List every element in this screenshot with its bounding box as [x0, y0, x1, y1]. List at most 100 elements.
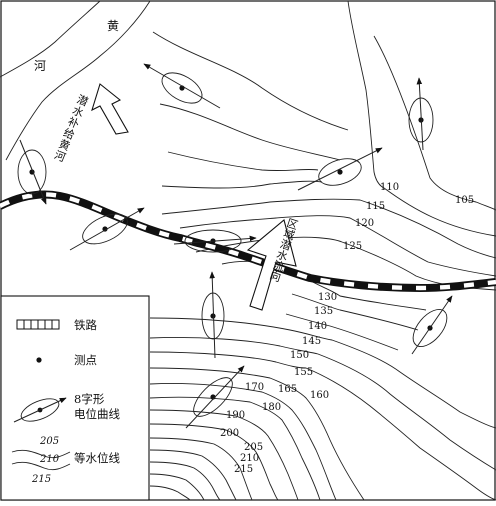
contour-line — [167, 151, 319, 172]
measurement-site — [173, 229, 257, 253]
potential-curve — [184, 229, 242, 253]
measurement-site — [69, 207, 145, 251]
contour-label-150: 150 — [290, 350, 309, 361]
contour-label-110: 110 — [380, 182, 399, 193]
potential-curve — [82, 213, 128, 245]
contour-line — [149, 485, 191, 501]
flow-char: 区 — [285, 216, 299, 232]
contour-160 — [149, 367, 365, 501]
contour-170 — [149, 396, 321, 501]
flow-arrow — [143, 63, 221, 109]
contour-label-115: 115 — [366, 201, 385, 212]
flow-arrow — [173, 235, 257, 245]
contour-205 — [149, 449, 237, 501]
contour-line — [152, 31, 349, 131]
legend-contour-symbol — [11, 449, 71, 471]
measurement-site — [17, 139, 47, 205]
contour-155 — [149, 351, 496, 501]
recharge-char: 补 — [66, 115, 81, 131]
contour-label-170: 170 — [245, 382, 264, 393]
flow-arrow — [416, 77, 424, 151]
legend-curve-label-1: 8字形 — [74, 392, 105, 406]
potential-curve — [193, 377, 233, 417]
contour-215 — [149, 473, 205, 501]
contour-210 — [149, 461, 221, 501]
flow-char: 流 — [271, 257, 286, 274]
recharge-char: 黄 — [57, 136, 72, 153]
contour-180 — [149, 409, 299, 501]
contour-label-130: 130 — [318, 292, 337, 303]
contour-label-125: 125 — [343, 241, 362, 252]
flow-char: 向 — [268, 268, 283, 285]
contour-110 — [347, 0, 496, 237]
legend-point-symbol — [36, 357, 42, 363]
contour-165 — [149, 383, 337, 501]
legend-contour-215: 215 — [31, 474, 51, 485]
contour-label-215: 215 — [234, 464, 253, 475]
potential-curve — [408, 97, 434, 143]
contour-105 — [373, 35, 496, 211]
measurement-site — [297, 147, 383, 191]
legend-railway-symbol — [16, 319, 60, 330]
legend-contour-210: 210 — [39, 454, 60, 465]
measure-point — [337, 169, 343, 175]
measurement-site — [201, 271, 225, 359]
flow-arrow — [209, 271, 216, 359]
contour-115 — [161, 198, 496, 259]
contour-label-120: 120 — [355, 218, 374, 229]
legend-contour-label: 等水位线 — [74, 451, 120, 465]
recharge-arrow — [91, 83, 129, 135]
legend-railway-label: 铁路 — [74, 318, 97, 332]
legend-point-label: 测点 — [74, 353, 97, 367]
potential-curve — [17, 149, 47, 195]
contour-150 — [149, 337, 496, 471]
recharge-char: 河 — [52, 148, 67, 164]
river-char-2: 河 — [34, 59, 46, 73]
contour-label-190: 190 — [226, 410, 245, 421]
legend-contour-205: 205 — [39, 436, 59, 447]
contour-label-165: 165 — [278, 384, 297, 395]
legend: 铁路 测点 8字形 电位曲线 205 210 215 等水位线 — [0, 295, 150, 501]
contour-label-140: 140 — [308, 321, 327, 332]
measurement-site — [185, 365, 245, 429]
potential-curve — [412, 309, 448, 347]
recharge-char: 水 — [70, 104, 85, 120]
measurement-site — [143, 63, 221, 109]
contour-120 — [179, 215, 496, 277]
contour-label-200: 200 — [220, 428, 239, 439]
contour-200 — [149, 437, 253, 501]
measure-point — [210, 313, 216, 319]
legend-curve-symbol — [13, 397, 67, 423]
recharge-char: 给 — [61, 126, 76, 142]
flow-char: 水 — [275, 248, 289, 264]
recharge-char: 潜 — [75, 92, 90, 109]
contour-135 — [291, 293, 419, 331]
recharge-label: 潜 水 补 给 黄 河 — [52, 92, 90, 165]
flow-char: 潜 — [278, 236, 293, 253]
measurement-site — [408, 77, 434, 151]
contour-145 — [149, 317, 496, 429]
river-char-1: 黄 — [107, 19, 119, 33]
contour-140 — [285, 313, 399, 351]
legend-frame — [0, 295, 150, 501]
river-bank-east — [5, 0, 151, 161]
flow-arrow — [19, 139, 47, 205]
contour-190 — [149, 423, 279, 501]
railway-ties — [0, 192, 496, 291]
contour-label-105: 105 — [455, 195, 474, 206]
flow-label: 区 域 潜 水 流 向 — [268, 216, 299, 284]
river-bank-west — [0, 0, 101, 78]
potential-curve — [161, 72, 203, 104]
contour-label-210: 210 — [240, 453, 259, 464]
flow-arrow — [297, 147, 383, 191]
contour-label-160: 160 — [310, 390, 329, 401]
contour-line — [161, 180, 323, 189]
contour-label-135: 135 — [314, 306, 333, 317]
flow-direction-arrow — [246, 219, 297, 311]
contour-label-180: 180 — [262, 402, 281, 413]
potential-curve — [318, 158, 362, 186]
contour-line — [159, 103, 341, 161]
